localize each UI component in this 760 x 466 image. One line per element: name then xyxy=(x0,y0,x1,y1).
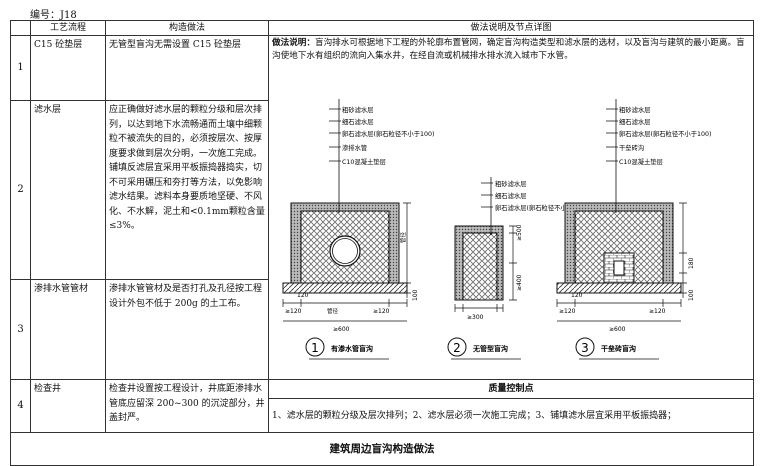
caption-2-num: 2 xyxy=(453,341,461,355)
document-code: 编号：J18 xyxy=(30,10,77,21)
d2-dim-gt400: ≥400 xyxy=(516,274,523,291)
quality-title: 质量控制点 xyxy=(268,379,754,399)
d2-dim-gt300: ≥300 xyxy=(467,314,484,321)
caption-1-num: 1 xyxy=(311,341,319,355)
header-process: 工艺流程 xyxy=(30,20,106,36)
d3-label-5: C10混凝土垫层 xyxy=(619,157,663,166)
d1-dim-100: 100 xyxy=(412,289,419,301)
quality-text: 1、滤水层的颗粒分级及层次排列；2、滤水层必须一次施工完成；3、铺填滤水层宜采用… xyxy=(268,398,754,433)
row-method: 无管型盲沟无需设置 C15 砼垫层 xyxy=(105,34,269,102)
diagram-1-perforated-pipe: 粗砂滤水层 细石滤水层 卵石滤水层(卵石粒径不小于100) 渗排水管 C10混凝… xyxy=(282,99,435,333)
caption-2-text: 无管型盲沟 xyxy=(472,344,508,353)
row-index: 4 xyxy=(10,379,31,433)
caption-3: 3 干垒砖盲沟 xyxy=(575,337,659,360)
footer-title: 建筑周边盲沟构造做法 xyxy=(10,432,754,466)
table-row-2: 2 滤水层 应正确做好滤水层的颗粒分级和层次排列，以达到地下水流畅通而土壤中细颗… xyxy=(10,100,754,281)
note-text: 盲沟排水可根据地下工程的外轮廓布置管网，确定盲沟构造类型和滤水层的选材，以及盲沟… xyxy=(272,38,745,61)
row-index: 2 xyxy=(10,100,31,281)
diagram-2-pipeless: 粗砂滤水层 细石滤水层 卵石滤水层(卵石粒径不小于100) ≥500 ≥400 … xyxy=(454,177,588,321)
d1-dim-pipe: 管径 xyxy=(327,307,339,315)
d2-label-1: 粗砂滤水层 xyxy=(495,179,526,188)
table-row-4b: 1、滤水层的颗粒分级及层次排列；2、滤水层必须一次施工完成；3、铺填滤水层宜采用… xyxy=(11,398,754,433)
d1-label-1: 粗砂滤水层 xyxy=(342,105,373,114)
d3-dim-gt120-left: ≥120 xyxy=(559,308,576,315)
d2-dim-gt500: ≥500 xyxy=(516,224,523,241)
caption-1: 1 有渗水管盲沟 xyxy=(305,337,389,360)
details-cell: 做法说明：盲沟排水可根据地下工程的外轮廓布置管网，确定盲沟构造类型和滤水层的选材… xyxy=(268,35,754,380)
table-row-4a: 4 检查井 检查井设置按工程设计，井底距渗排水管底应留深 200~300 的沉淀… xyxy=(10,379,754,433)
d1-label-5: C10混凝土垫层 xyxy=(342,157,386,166)
construction-table: 工艺流程 构造做法 做法说明及节点详图 1 C15 砼垫层 无管型盲沟无需设置 … xyxy=(10,20,754,466)
row-process-name: 检查井 xyxy=(30,379,106,433)
d1-dim-gt120-right: ≥120 xyxy=(373,308,390,315)
caption-3-text: 干垒砖盲沟 xyxy=(601,344,636,353)
d3-dim-gt120-right: ≥120 xyxy=(649,308,666,315)
table-row-3: 3 渗排水管管材 渗排水管管材及是否打孔及孔径按工程设计外包不低于 200g 的… xyxy=(10,279,754,380)
footer-row: 建筑周边盲沟构造做法 xyxy=(10,432,754,466)
d3-label-1: 粗砂滤水层 xyxy=(619,105,650,114)
diagram-3-dry-brick: 粗砂滤水层 细石滤水层 卵石滤水层(卵石粒径不小于100) 干垒砖沟 C10混凝… xyxy=(556,99,712,333)
row-index: 3 xyxy=(10,279,31,380)
header-index xyxy=(10,20,31,36)
d3-dim-180: 180 xyxy=(688,257,695,269)
d3-dim-100: 100 xyxy=(688,289,695,301)
caption-2: 2 无管型盲沟 xyxy=(447,337,521,360)
d3-dim-gt600: ≥600 xyxy=(609,326,626,333)
header-method: 构造做法 xyxy=(105,20,269,36)
caption-1-text: 有渗水管盲沟 xyxy=(331,344,373,353)
row-process-name: 滤水层 xyxy=(30,100,106,281)
d1-dim-gt600: ≥600 xyxy=(333,326,350,333)
row-method: 渗排水管管材及是否打孔及孔径按工程设计外包不低于 200g 的土工布。 xyxy=(105,279,269,380)
row-method: 检查井设置按工程设计，井底距渗排水管底应留深 200~300 的沉淀部分，井盖封… xyxy=(105,379,269,433)
method-note: 做法说明：盲沟排水可根据地下工程的外轮廓布置管网，确定盲沟构造类型和滤水层的选材… xyxy=(270,37,753,64)
row-process-name: 渗排水管管材 xyxy=(30,279,106,380)
header-row: 工艺流程 构造做法 做法说明及节点详图 xyxy=(10,20,754,36)
note-label: 做法说明： xyxy=(272,38,315,48)
d2-label-2: 细石滤水层 xyxy=(495,191,526,200)
d1-dim-120: 120 xyxy=(297,292,309,299)
d3-label-4: 干垒砖沟 xyxy=(619,143,644,152)
row-process-name: C15 砼垫层 xyxy=(30,34,106,102)
d1-dim-gt120-left: ≥120 xyxy=(285,308,302,315)
header-details: 做法说明及节点详图 xyxy=(268,20,754,36)
row-method: 应正确做好滤水层的颗粒分级和层次排列，以达到地下水流畅通而土壤中细颗粒不被流失的… xyxy=(105,100,269,281)
d3-dim-120: 120 xyxy=(571,292,583,299)
blind-ditch-diagrams: 粗砂滤水层 细石滤水层 卵石滤水层(卵石粒径不小于100) 渗排水管 C10混凝… xyxy=(282,99,712,360)
d2-label-3: 卵石滤水层(卵石粒径不小于100) xyxy=(495,203,588,212)
d3-label-3: 卵石滤水层(卵石粒径不小于100) xyxy=(619,129,712,138)
d1-label-4: 渗排水管 xyxy=(342,143,367,152)
caption-3-num: 3 xyxy=(581,341,589,355)
table-row-1: 1 C15 砼垫层 无管型盲沟无需设置 C15 砼垫层 做法说明：盲沟排水可根据… xyxy=(10,34,754,380)
d1-label-2: 细石滤水层 xyxy=(342,117,373,126)
d1-label-3: 卵石滤水层(卵石粒径不小于100) xyxy=(342,129,435,138)
d1-pipe-dia: 管径 xyxy=(399,231,407,243)
d3-label-2: 细石滤水层 xyxy=(619,117,650,126)
row-index: 1 xyxy=(10,34,31,102)
